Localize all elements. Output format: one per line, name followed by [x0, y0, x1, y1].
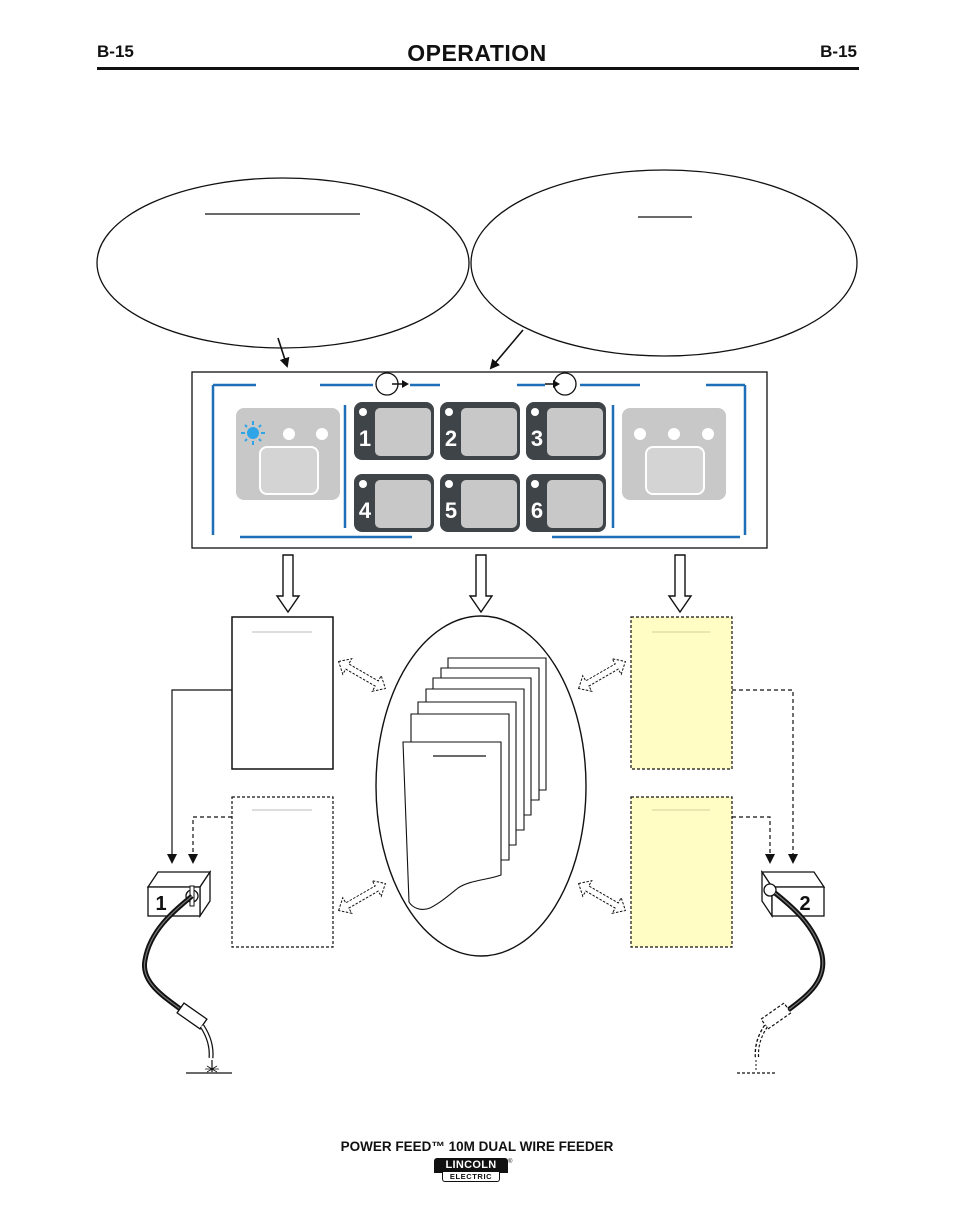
- preset-button-2[interactable]: 2: [440, 402, 520, 460]
- lincoln-electric-logo: LINCOLN ELECTRIC ®: [434, 1158, 512, 1182]
- connection-lines: [167, 689, 798, 864]
- control-panel: 1 2 3 4 5 6: [191, 371, 768, 549]
- logo-top-text: LINCOLN: [434, 1158, 508, 1173]
- page-title: OPERATION: [407, 40, 547, 66]
- preset-button-1[interactable]: 1: [354, 402, 434, 460]
- welding-gun-1-icon: [142, 894, 232, 1074]
- callout-bubble-right: [470, 169, 858, 357]
- panel-trim: [211, 383, 747, 539]
- section-code-right: B-15: [820, 42, 857, 61]
- save-symbol-icon: [545, 372, 577, 396]
- preset-button-3[interactable]: 3: [526, 402, 606, 460]
- procedure-sheet-left-top: [231, 616, 334, 770]
- section-code-left: B-15: [97, 42, 134, 61]
- procedure-sheet-right-bottom: [630, 796, 733, 948]
- recall-symbol-icon: [375, 372, 409, 396]
- gun-1-label: 1: [155, 893, 166, 915]
- header-rule: [97, 67, 859, 70]
- preset-label-4: 4: [359, 498, 372, 523]
- gun-2-feed-block: 2: [760, 869, 826, 919]
- callout-pointer-left: [277, 337, 290, 368]
- transfer-arrows-icon: [337, 657, 627, 915]
- preset-label-6: 6: [531, 498, 543, 523]
- callout-pointer-right: [489, 329, 524, 370]
- logo-bottom-text: ELECTRIC: [442, 1172, 500, 1182]
- preset-label-3: 3: [531, 426, 543, 451]
- callout-bubble-left: [96, 177, 470, 349]
- gun-select-button-right[interactable]: [622, 408, 726, 500]
- preset-button-6[interactable]: 6: [526, 474, 606, 532]
- active-indicator-icon: [241, 421, 265, 445]
- preset-label-5: 5: [445, 498, 457, 523]
- preset-button-5[interactable]: 5: [440, 474, 520, 532]
- procedure-sheet-left-bottom: [231, 796, 334, 948]
- stacked-memory-pages: [402, 657, 547, 911]
- procedure-sheet-right-top: [630, 616, 733, 770]
- preset-button-4[interactable]: 4: [354, 474, 434, 532]
- preset-label-1: 1: [359, 426, 371, 451]
- preset-label-2: 2: [445, 426, 457, 451]
- gun-select-button-left[interactable]: [236, 408, 340, 500]
- welding-gun-2-icon: [737, 891, 826, 1074]
- gun-2-label: 2: [799, 893, 810, 915]
- product-name: POWER FEED™ 10M DUAL WIRE FEEDER: [340, 1139, 614, 1154]
- logo-registered-mark: ®: [508, 1159, 513, 1165]
- down-arrow-icon: [275, 554, 693, 614]
- memory-storage-ellipse: [375, 615, 587, 957]
